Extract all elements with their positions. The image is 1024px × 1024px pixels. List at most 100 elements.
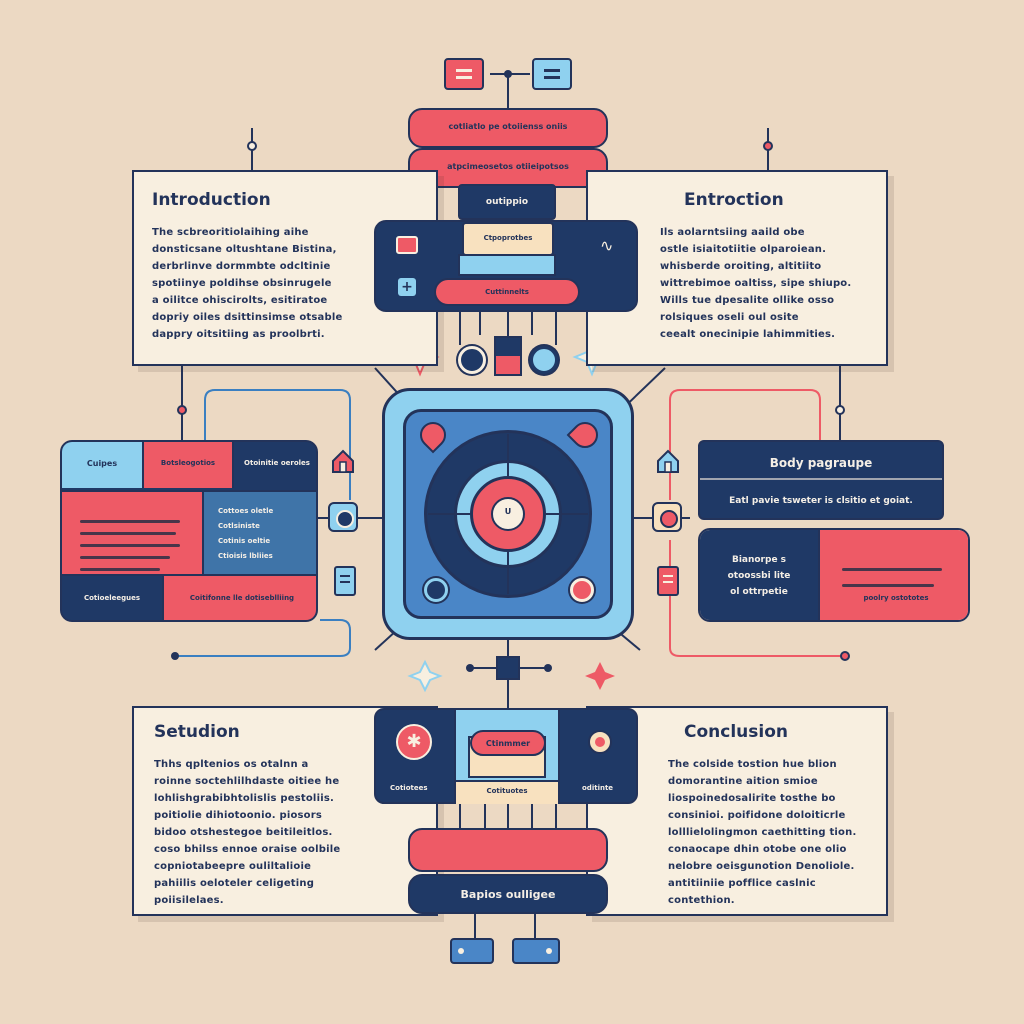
top-blue-icon-box [532, 58, 572, 90]
left-block-r1c2[interactable]: Botsleogotios [144, 442, 234, 488]
top-card-bottom-label: Cuttinnelts [436, 288, 578, 296]
left-block-r1c3-label: Otoinitie oeroles [234, 459, 318, 467]
target-icon [588, 730, 612, 754]
right-block-r3c2-label: poolry ostototes [820, 594, 970, 602]
entroction-line-5: Wills tue dpesalite ollike osso [660, 292, 851, 309]
right-block-r3-line-3: ol ottrpetie [700, 584, 818, 600]
left-node[interactable] [328, 502, 358, 532]
left-block: Cuipes Botsleogotios Otoinitie oeroles C… [60, 440, 318, 622]
conclusion-line-3: liospoinedosalirite tosthe bo [668, 790, 856, 807]
left-block-r2c1[interactable] [62, 490, 204, 574]
right-block-title: Body pagraupe [700, 456, 942, 470]
introduction-title: Introduction [152, 190, 271, 210]
top-card-inner-label: Ctpoprotbes [464, 234, 552, 242]
entroction-line-7: ceealt onecinipie lahimmities. [660, 326, 851, 343]
top-card-bottom-pill[interactable]: Cuttinnelts [434, 278, 580, 306]
introduction-line-3: derbrlinve dormmbte odcltinie [152, 258, 342, 275]
bottom-box-right [512, 938, 560, 964]
top-card-inner: Ctpoprotbes [462, 222, 554, 256]
left-house-icon [330, 448, 356, 474]
right-doc-icon [657, 566, 679, 596]
right-block-r3c2[interactable]: poolry ostototes [820, 530, 970, 622]
entroction-line-3: whisberde oroiting, altitiito [660, 258, 851, 275]
left-block-r1c2-label: Botsleogotios [144, 459, 232, 467]
left-doc-icon [334, 566, 356, 596]
bottom-red-pill[interactable] [408, 828, 608, 872]
bottom-footer-pill[interactable]: Bapios oulligee [408, 874, 608, 914]
right-block-header[interactable]: Body pagraupe Eatl pavie tsweter is clsi… [698, 440, 944, 520]
center-crosshair [382, 388, 634, 640]
bottom-footer-label: Bapios oulligee [410, 888, 606, 901]
setudion-line-4: poitiolie dihiotoonio. piosors [154, 807, 340, 824]
setudion-line-8: pahiilis oeloteler celigeting [154, 875, 340, 892]
left-block-r2-line-1: Cottoes oletle [218, 504, 273, 519]
right-block-r3-line-1: Bianorpe s [700, 552, 818, 568]
top-pill-2[interactable]: atpcimeosetos otiieipotsos [408, 148, 608, 188]
node-circle-right [530, 346, 558, 374]
setudion-line-2: roinne soctehlilhdaste oitiee he [154, 773, 340, 790]
conclusion-line-7: nelobre oeisgunotion Denoliole. [668, 858, 856, 875]
left-block-r2-list: Cottoes oletle Cotlsiniste Cotinis oelti… [218, 504, 273, 564]
chat-icon [396, 236, 418, 254]
left-block-r1c1[interactable]: Cuipes [62, 442, 144, 488]
right-block-body: Bianorpe s otoossbi lite ol ottrpetie po… [698, 528, 970, 622]
right-block-subtitle: Eatl pavie tsweter is clsitio et goiat. [700, 496, 942, 506]
top-card-header-label: outippio [460, 197, 554, 207]
setudion-line-3: lohlishgrabibhtolislis pestoliis. [154, 790, 340, 807]
marker-circle-right [570, 578, 594, 602]
node-square-center [494, 336, 522, 376]
setudion-line-9: poiisilelaes. [154, 892, 340, 909]
left-block-r3c2[interactable]: Coitifonne lle dotiseblliing [164, 574, 318, 622]
left-block-r3c2-label: Coitifonne lle dotiseblliing [164, 594, 318, 602]
bottom-marker-square [496, 656, 520, 680]
marker-circle-left [424, 578, 448, 602]
setudion-line-1: Thhs qpltenios os otalnn a [154, 756, 340, 773]
right-block-r3c1[interactable]: Bianorpe s otoossbi lite ol ottrpetie [700, 530, 820, 622]
left-block-r2c2[interactable]: Cottoes oletle Cotlsiniste Cotinis oelti… [204, 490, 318, 574]
setudion-line-5: bidoo otshestegoe beitileitlos. [154, 824, 340, 841]
left-block-r2-line-4: Ctioisis lbliies [218, 549, 273, 564]
node-circle-left [458, 346, 486, 374]
left-block-r1c3[interactable]: Otoinitie oeroles [234, 442, 318, 488]
bottom-cloud-pill[interactable]: Ctinmmer [470, 730, 546, 756]
entroction-line-6: rolsiques oseli oul osite [660, 309, 851, 326]
left-block-r2-line-2: Cotlsiniste [218, 519, 273, 534]
introduction-line-5: a oilitce ohiscirolts, esitiratoe [152, 292, 342, 309]
top-pill-1[interactable]: cotliatlo pe otoiienss oniis [408, 108, 608, 148]
left-block-r1c1-label: Cuipes [62, 459, 142, 468]
flower-icon: ✱ [396, 724, 432, 760]
entroction-line-2: ostle isiaitotiitie olparoiean. [660, 241, 851, 258]
introduction-line-1: The scbreoritiolaihing aihe [152, 224, 342, 241]
conclusion-line-5: lolllielolingmon caethitting tion. [668, 824, 856, 841]
introduction-line-4: spotiinye poldihse obsinrugele [152, 275, 342, 292]
right-block-r3-line-2: otoossbi lite [700, 568, 818, 584]
left-block-r2-line-3: Cotinis oeltie [218, 534, 273, 549]
conclusion-line-8: antitiiniie pofflice caslnic [668, 875, 856, 892]
left-block-r3c1[interactable]: Cotioeleegues [62, 574, 164, 622]
bottom-box-left [450, 938, 494, 964]
conclusion-line-4: consinioi. poifidone doloiticrle [668, 807, 856, 824]
bottom-card-left-label: Cotiotees [390, 784, 428, 792]
bottom-cloud-label: Ctinmmer [472, 739, 544, 748]
setudion-line-6: coso bhilss ennoe oraise oolbile [154, 841, 340, 858]
top-card-band [458, 254, 556, 276]
plus-icon: + [398, 278, 416, 296]
conclusion-line-6: conaocape dhin otobe one olio [668, 841, 856, 858]
top-red-icon-box [444, 58, 484, 90]
right-node[interactable] [652, 502, 682, 532]
introduction-line-7: dappry oitsitiing as proolbrti. [152, 326, 342, 343]
entroction-line-1: Ils aolarntsiing aaild obe [660, 224, 851, 241]
left-block-r3c1-label: Cotioeleegues [62, 594, 162, 602]
conclusion-line-1: The colside tostion hue blion [668, 756, 856, 773]
top-card-header: outippio [458, 184, 556, 220]
introduction-line-6: dopriy oiles dsittinsimse otsable [152, 309, 342, 326]
conclusion-line-2: domorantine aition smioe [668, 773, 856, 790]
conclusion-line-9: contethion. [668, 892, 856, 909]
setudion-title: Setudion [154, 722, 240, 742]
top-pill-2-label: atpcimeosetos otiieipotsos [410, 162, 606, 171]
conclusion-title: Conclusion [684, 722, 788, 742]
